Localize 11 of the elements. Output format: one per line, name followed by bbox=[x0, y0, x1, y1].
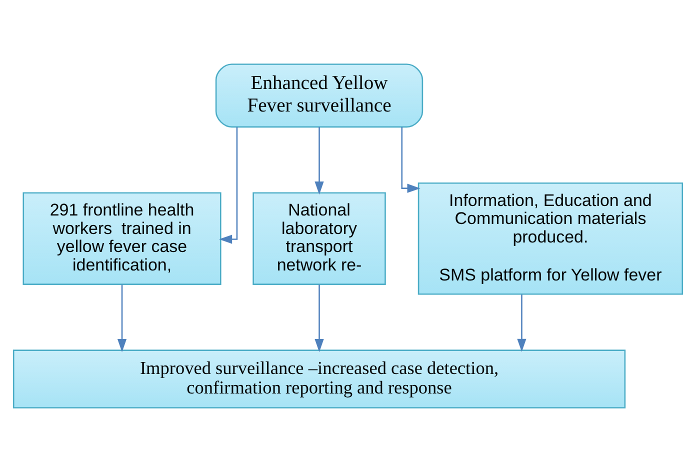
arrow bbox=[117, 284, 127, 352]
arrow bbox=[401, 126, 420, 193]
node-box: Enhanced Yellow Fever surveillance bbox=[215, 64, 424, 128]
node-box: National laboratory transport network re- bbox=[252, 192, 386, 285]
arrow bbox=[314, 126, 324, 195]
arrow bbox=[517, 294, 526, 352]
arrow bbox=[219, 127, 238, 244]
node-box: Information, Education and Communication materials produced. SMS platform for Yellow fever bbox=[418, 182, 684, 295]
node-box: Improved surveillance –increased case detection, confirmation reporting and response bbox=[12, 350, 626, 408]
node-box: 291 frontline health workers trained in yellow fever case identification, bbox=[22, 192, 222, 285]
arrow bbox=[314, 284, 324, 352]
